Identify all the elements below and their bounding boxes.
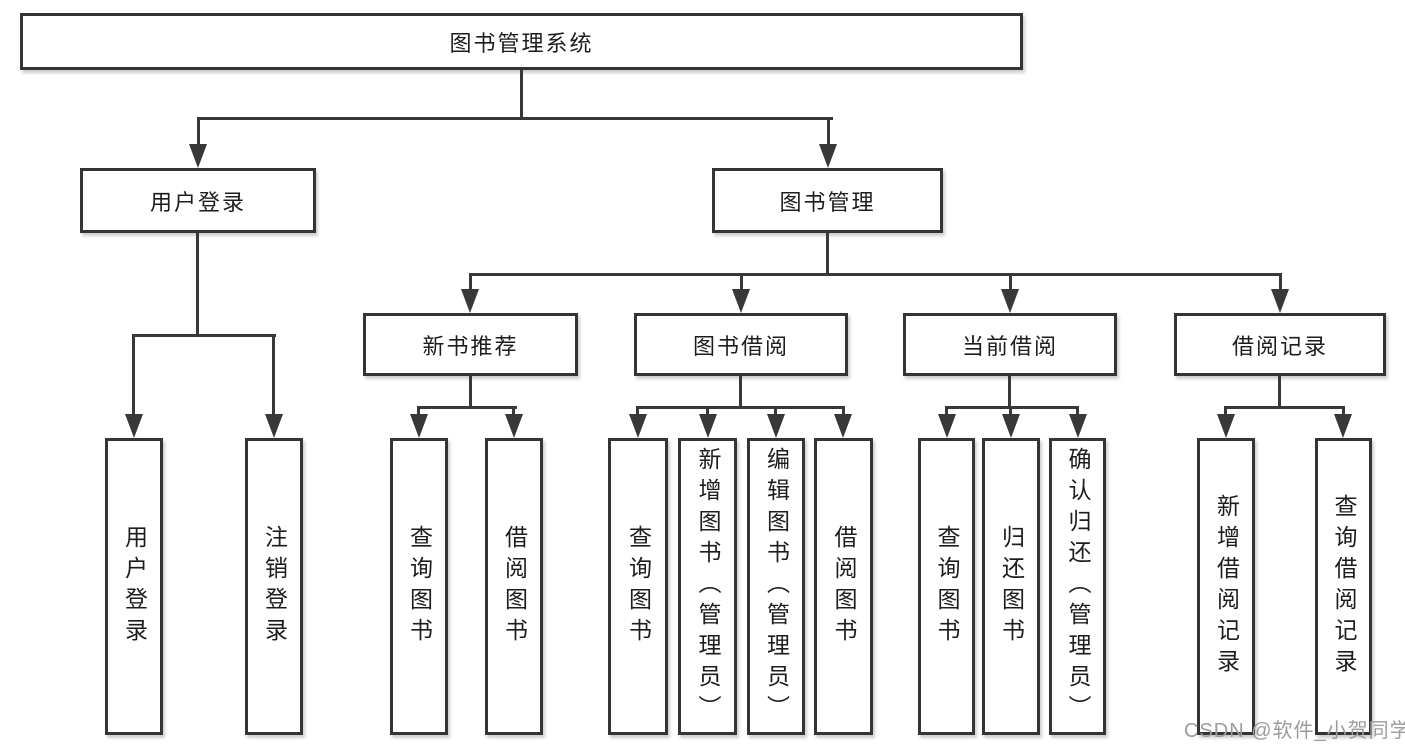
connector-line — [842, 406, 845, 417]
leaf-current-return-books: 归还图书 — [982, 438, 1040, 735]
arrow-down-icon — [125, 414, 143, 438]
connector-line — [740, 273, 743, 291]
leaf-user-login: 用户登录 — [105, 438, 163, 735]
arrow-down-icon — [938, 414, 956, 438]
connector-line — [637, 406, 845, 409]
connector-line — [469, 273, 472, 291]
node-root-library-system: 图书管理系统 — [20, 13, 1023, 70]
connector-line — [272, 334, 275, 417]
arrow-down-icon — [265, 414, 283, 438]
arrow-down-icon — [1334, 414, 1352, 438]
arrow-down-icon — [410, 414, 428, 438]
leaf-logout: 注销登录 — [245, 438, 303, 735]
leaf-current-query-books: 查询图书 — [918, 438, 975, 735]
connector-line — [512, 406, 515, 417]
arrow-down-icon — [461, 289, 479, 313]
connector-line — [774, 406, 777, 417]
arrow-down-icon — [1271, 289, 1289, 313]
connector-line — [1009, 273, 1012, 291]
leaf-current-confirm-return-admin: 确认归还（管理员） — [1049, 438, 1106, 735]
connector-line — [826, 233, 829, 276]
connector-line — [469, 376, 472, 408]
leaf-borrow-edit-books-admin: 编辑图书（管理员） — [747, 438, 805, 735]
connector-line — [636, 406, 639, 417]
node-user-login: 用户登录 — [80, 168, 316, 233]
arrow-down-icon — [1001, 289, 1019, 313]
connector-line — [739, 376, 742, 408]
connector-line — [197, 117, 833, 120]
connector-line — [132, 334, 135, 417]
leaf-borrow-query-books: 查询图书 — [608, 438, 668, 735]
leaf-recommend-borrow-books: 借阅图书 — [485, 438, 543, 735]
connector-line — [1076, 406, 1079, 417]
connector-line — [945, 406, 948, 417]
connector-line — [827, 117, 830, 147]
arrow-down-icon — [1069, 414, 1087, 438]
node-current-borrow: 当前借阅 — [903, 313, 1117, 376]
arrow-down-icon — [819, 144, 837, 168]
connector-line — [417, 406, 517, 409]
connector-line — [706, 406, 709, 417]
connector-line — [1008, 376, 1011, 408]
node-borrow-records: 借阅记录 — [1174, 313, 1386, 376]
connector-line — [469, 273, 1282, 276]
leaf-records-add-record: 新增借阅记录 — [1197, 438, 1255, 735]
connector-line — [1224, 406, 1227, 417]
node-book-management: 图书管理 — [712, 168, 943, 233]
connector-line — [1009, 406, 1012, 417]
leaf-borrow-add-books-admin: 新增图书（管理员） — [678, 438, 737, 735]
arrow-down-icon — [767, 414, 785, 438]
watermark-text: CSDN @软件_小贺同学 — [1184, 720, 1405, 742]
connector-line — [197, 117, 200, 147]
leaf-recommend-query-books: 查询图书 — [390, 438, 448, 735]
arrow-down-icon — [834, 414, 852, 438]
leaf-borrow-borrow-books: 借阅图书 — [814, 438, 873, 735]
arrow-down-icon — [699, 414, 717, 438]
connector-line — [520, 70, 523, 120]
node-book-borrow: 图书借阅 — [634, 313, 848, 376]
connector-line — [196, 233, 199, 336]
arrow-down-icon — [1217, 414, 1235, 438]
connector-line — [1224, 406, 1345, 409]
connector-line — [1279, 273, 1282, 291]
leaf-records-query-record: 查询借阅记录 — [1315, 438, 1372, 735]
connector-line — [417, 406, 420, 417]
arrow-down-icon — [505, 414, 523, 438]
node-new-book-recommend: 新书推荐 — [363, 313, 578, 376]
connector-line — [1342, 406, 1345, 417]
arrow-down-icon — [732, 289, 750, 313]
connector-line — [1278, 376, 1281, 408]
arrow-down-icon — [1002, 414, 1020, 438]
connector-line — [945, 406, 1079, 409]
arrow-down-icon — [629, 414, 647, 438]
connector-line — [132, 334, 276, 337]
arrow-down-icon — [189, 144, 207, 168]
